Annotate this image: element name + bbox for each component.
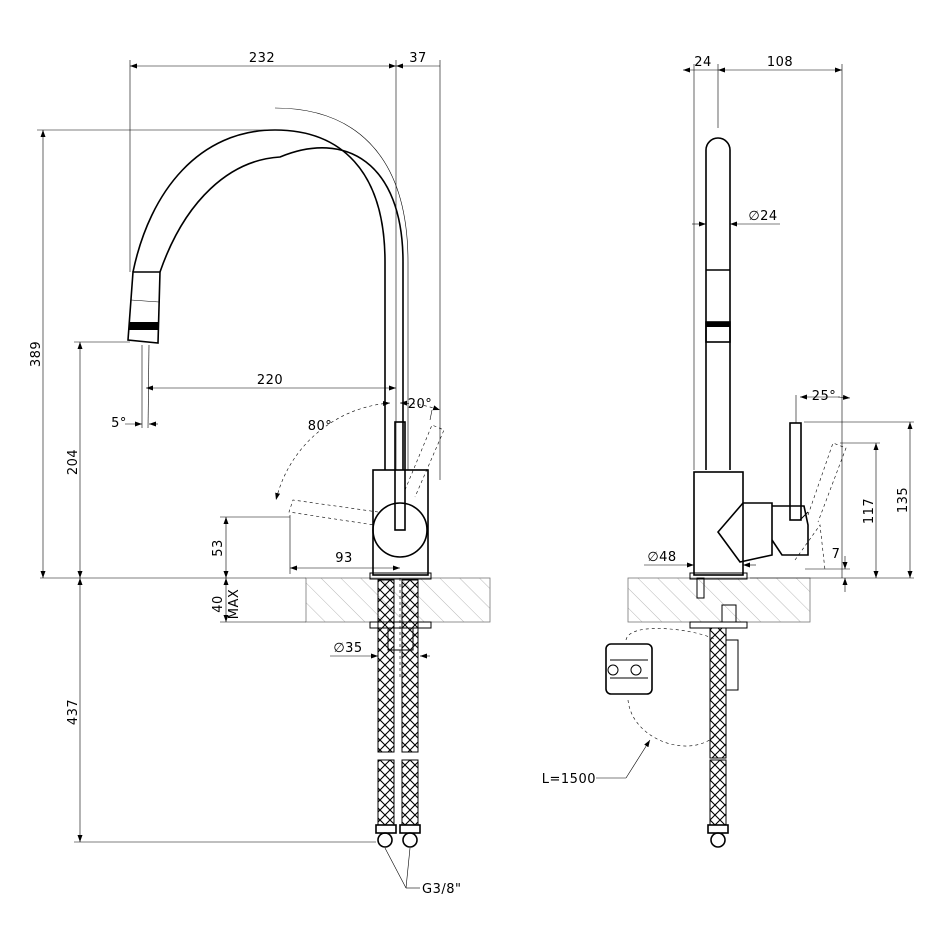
dim-deck-thickness: 40	[211, 595, 226, 613]
dim-shank-diameter: ∅35	[333, 641, 362, 656]
spray-head	[127, 271, 161, 344]
dim-lever-angle: 25°	[812, 389, 837, 404]
dim-deck-max: MAX	[227, 589, 242, 620]
spout-inner	[159, 147, 404, 470]
side-body	[693, 471, 744, 576]
hose-left-lower	[377, 759, 395, 826]
hose-right-upper	[401, 579, 419, 753]
connection-nuts	[375, 824, 421, 848]
cartridge-housing	[716, 502, 773, 563]
dim-lever-height-2: 135	[896, 487, 911, 513]
hose-left-upper	[377, 579, 395, 753]
side-hose-lower	[709, 759, 727, 826]
tap-body	[372, 469, 429, 576]
dim-spout-diameter: ∅24	[748, 209, 777, 224]
hose-right-lower	[401, 759, 419, 826]
dim-lever-height-1: 117	[862, 498, 877, 524]
counterweight	[605, 643, 653, 695]
spout-tube	[705, 137, 731, 470]
deck-section-side	[627, 577, 811, 623]
dim-lever-height: 53	[211, 539, 226, 557]
dim-connection: G3/8"	[422, 882, 461, 897]
deck-section	[305, 577, 491, 623]
dim-spray-angle: 5°	[111, 416, 127, 431]
front-view: 232 37 389 204 5° 220 80° 20° 53 93	[29, 51, 491, 897]
dim-lever-base: 7	[832, 547, 841, 562]
lever-handle	[394, 421, 406, 531]
spray-ring	[129, 322, 158, 330]
dim-body-diameter: ∅48	[647, 550, 676, 565]
dim-lever-angle-front: 80°	[308, 419, 333, 434]
side-view: 24 108 ∅24 25° ∅48 7 117 135 L=1500	[542, 55, 914, 848]
dim-outlet-to-axis: 220	[257, 373, 283, 388]
side-lever	[789, 422, 802, 521]
lever-knob	[372, 502, 428, 558]
dim-lever-angle-back: 20°	[408, 397, 433, 412]
dim-outlet-height: 204	[66, 449, 81, 475]
dim-spout-depth: 108	[767, 55, 793, 70]
dim-hose-pull-length: L=1500	[542, 772, 596, 787]
side-hose-upper	[709, 627, 727, 759]
dim-total-height: 389	[29, 341, 44, 367]
dim-lever-reach: 93	[335, 551, 353, 566]
dim-spout-offset: 37	[409, 51, 427, 66]
dim-spout-reach: 232	[249, 51, 275, 66]
dim-hose-length: 437	[66, 699, 81, 725]
spout-outer	[132, 129, 386, 470]
dim-body-offset: 24	[694, 55, 712, 70]
